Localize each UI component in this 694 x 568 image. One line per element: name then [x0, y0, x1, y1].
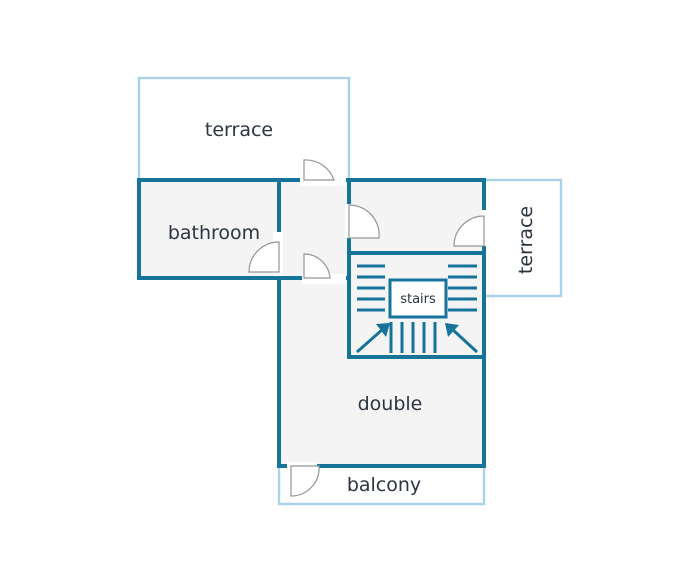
bathroom-label: bathroom: [168, 222, 260, 244]
door-balcony-icon: [290, 465, 320, 497]
door-terrace-top-icon: [303, 159, 335, 181]
main-outer-walls: [277, 178, 486, 468]
stairs-label: stairs: [400, 292, 436, 307]
doors: [248, 159, 485, 497]
door-terrace-right-icon: [453, 215, 485, 247]
stair-treads-bottom: [389, 322, 437, 353]
stair-arrow-right-icon: [445, 323, 479, 354]
stair-landing: [388, 278, 448, 319]
terrace-top-label: terrace: [205, 119, 273, 141]
stair-treads-right: [448, 264, 477, 312]
stair-arrow-left-icon: [356, 323, 390, 354]
opening-terrace-right: [480, 210, 490, 246]
stair-well-walls: [347, 251, 486, 359]
opening-terrace-top: [300, 176, 346, 186]
opening-double: [302, 274, 346, 284]
door-bathroom-icon: [248, 241, 280, 273]
stairs-symbol: [356, 264, 479, 354]
terrace-right-label: terrace: [515, 206, 537, 274]
balcony-label: balcony: [347, 474, 421, 496]
stair-treads-left: [357, 264, 385, 312]
door-stairs-icon: [348, 204, 380, 239]
door-double-icon: [303, 253, 331, 279]
hall-floor: [279, 180, 484, 466]
double-label: double: [358, 393, 423, 415]
